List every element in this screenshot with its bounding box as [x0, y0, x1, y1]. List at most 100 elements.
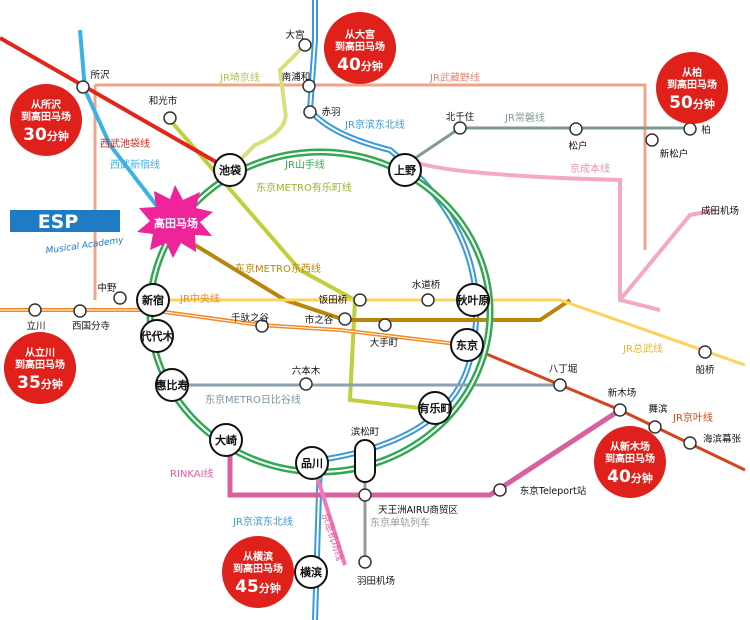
svg-text:和光市: 和光市: [149, 95, 178, 107]
svg-text:中野: 中野: [97, 282, 117, 294]
station-akabane[interactable]: 赤羽: [303, 105, 341, 119]
hub-shinjuku[interactable]: 新宿: [136, 283, 170, 317]
svg-text:成田机场: 成田机场: [701, 205, 739, 217]
station-maihama[interactable]: 舞滨: [648, 403, 668, 434]
svg-text:50分钟: 50分钟: [669, 93, 715, 113]
station-kokubunji[interactable]: 西国分寺: [72, 304, 111, 332]
label-chuo: JR中央线: [179, 292, 220, 305]
station-iidabashi[interactable]: 饭田桥: [319, 293, 367, 307]
svg-text:滨松町: 滨松町: [351, 426, 380, 438]
hub-ikebukuro[interactable]: 池袋: [213, 153, 247, 187]
station-sendagaya[interactable]: 千驮之谷: [231, 312, 270, 333]
station-ichigaya[interactable]: 市之谷: [305, 312, 352, 326]
svg-text:船桥: 船桥: [695, 364, 715, 376]
station-shinmatsudo[interactable]: 新松户: [645, 133, 689, 160]
svg-text:从所沢: 从所沢: [31, 98, 62, 111]
station-haneda[interactable]: 羽田机场: [357, 555, 395, 587]
station-matsudo[interactable]: 松户: [568, 122, 588, 152]
svg-text:大崎: 大崎: [215, 433, 237, 447]
station-roppongi[interactable]: 六本木: [292, 365, 321, 391]
hub-yokohama[interactable]: 横滨: [294, 555, 328, 589]
label-tozai: 东京METRO东西线: [235, 262, 321, 275]
svg-text:大宫: 大宫: [285, 29, 304, 41]
hub-ueno[interactable]: 上野: [388, 153, 422, 187]
svg-text:南浦和: 南浦和: [282, 71, 311, 83]
station-shinkiba[interactable]: 新木场: [608, 387, 637, 417]
station-hatchobori[interactable]: 八丁堀: [549, 364, 578, 392]
hub-osaki[interactable]: 大崎: [209, 423, 243, 457]
svg-text:40分钟: 40分钟: [607, 467, 653, 487]
hub-hamamatsucho[interactable]: 滨松町: [351, 426, 380, 483]
hub-shinagawa[interactable]: 品川: [295, 446, 329, 480]
hub-yoyogi[interactable]: 代代木: [140, 319, 175, 353]
svg-text:新松户: 新松户: [660, 148, 689, 160]
line-joban: [404, 126, 690, 167]
svg-text:到高田马场: 到高田马场: [233, 562, 283, 575]
svg-text:天王洲AIRU商贸区: 天王洲AIRU商贸区: [378, 504, 458, 516]
station-kashiwa[interactable]: 柏: [683, 122, 711, 136]
svg-text:大手町: 大手町: [370, 337, 399, 349]
svg-text:上野: 上野: [394, 163, 416, 177]
label-keihin-north: JR京滨东北线: [344, 118, 405, 131]
label-keikyu: 京急机场线: [319, 511, 347, 563]
svg-text:舞滨: 舞滨: [648, 403, 668, 415]
hub-tokyo[interactable]: 东京: [450, 328, 484, 362]
svg-text:新木场: 新木场: [608, 387, 637, 399]
svg-text:到高田马场: 到高田马场: [335, 40, 385, 53]
label-keiyo: JR京叶线: [672, 411, 713, 424]
station-tokorozawa[interactable]: 所沢: [76, 69, 110, 94]
station-kaihin[interactable]: 海滨幕张: [683, 433, 741, 450]
station-tennozu[interactable]: 天王洲AIRU商贸区: [358, 488, 458, 516]
label-keisei: 京成本线: [570, 162, 610, 175]
station-nakano[interactable]: 中野: [97, 282, 127, 305]
badge-omiya: 从大宫 到高田马场 40分钟: [324, 12, 396, 84]
svg-text:松户: 松户: [568, 140, 587, 152]
station-tachikawa[interactable]: 立川: [26, 303, 46, 332]
station-omiya[interactable]: 大宫: [285, 29, 312, 52]
line-keisei: [409, 158, 716, 312]
svg-text:到高田马场: 到高田马场: [667, 78, 717, 91]
svg-text:市之谷: 市之谷: [305, 314, 334, 326]
station-suidobashi[interactable]: 水道桥: [412, 279, 441, 307]
svg-text:池袋: 池袋: [219, 163, 242, 177]
label-sobu: JR总武线: [622, 342, 663, 355]
svg-text:惠比寿: 惠比寿: [156, 378, 189, 392]
svg-text:赤羽: 赤羽: [321, 107, 340, 118]
station-teleport[interactable]: 东京Teleport站: [493, 483, 587, 497]
svg-text:西国分寺: 西国分寺: [72, 321, 111, 332]
station-kitasenju[interactable]: 北千住: [446, 111, 475, 135]
station-urawa[interactable]: 南浦和: [282, 71, 316, 93]
label-musashino: JR武藏野线: [429, 71, 480, 84]
svg-text:到高田马场: 到高田马场: [605, 452, 655, 465]
hub-akihabara[interactable]: 秋叶原: [456, 283, 490, 317]
label-yamanote: JR山手线: [284, 158, 325, 171]
hub-ebisu[interactable]: 惠比寿: [155, 368, 189, 402]
svg-text:45分钟: 45分钟: [235, 577, 281, 597]
label-seibu-ikebukuro: 西武池袋线: [100, 137, 150, 150]
svg-text:羽田机场: 羽田机场: [357, 575, 395, 587]
svg-text:到高田马场: 到高田马场: [15, 358, 65, 371]
svg-text:秋叶原: 秋叶原: [457, 293, 490, 307]
svg-text:从新木场: 从新木场: [610, 440, 650, 453]
badge-tachikawa: 从立川 到高田马场 35分钟: [4, 332, 76, 404]
hub-yurakucho[interactable]: 有乐町: [418, 391, 452, 425]
badge-tokorozawa: 从所沢 到高田马场 30分钟: [10, 84, 82, 156]
svg-text:35分钟: 35分钟: [17, 373, 63, 393]
svg-text:到高田马场: 到高田马场: [21, 110, 71, 123]
takadanobaba-label: 高田马场: [154, 216, 198, 230]
svg-text:柏: 柏: [701, 124, 711, 136]
svg-text:立川: 立川: [26, 320, 45, 332]
station-funabashi[interactable]: 船桥: [695, 345, 715, 376]
svg-text:代代木: 代代木: [140, 329, 175, 343]
line-seibu-shinjuku: [78, 29, 162, 212]
station-narita[interactable]: 成田机场: [701, 205, 739, 217]
svg-text:水道桥: 水道桥: [412, 279, 441, 291]
label-yurakucho: 东京METRO有乐町线: [256, 181, 352, 194]
svg-text:饭田桥: 饭田桥: [319, 294, 348, 306]
station-otemachi[interactable]: 大手町: [370, 318, 399, 349]
station-wakoshi[interactable]: 和光市: [149, 95, 178, 125]
svg-text:横滨: 横滨: [300, 565, 322, 579]
svg-text:东京Teleport站: 东京Teleport站: [520, 485, 587, 497]
takadanobaba-star[interactable]: 高田马场: [137, 185, 213, 258]
